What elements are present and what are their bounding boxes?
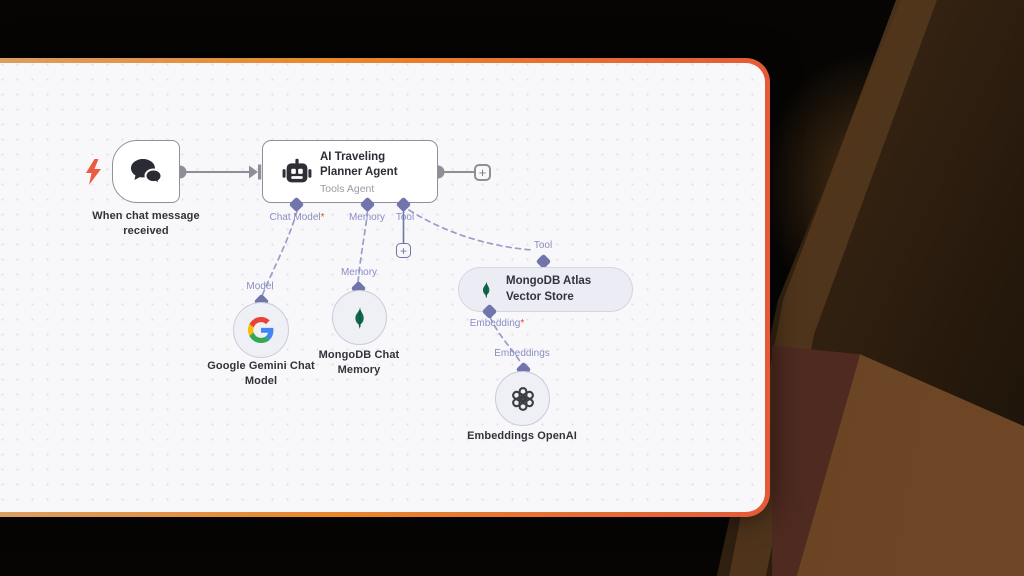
node-label-mongodb-memory: MongoDB Chat Memory bbox=[318, 349, 400, 376]
mongodb-leaf-icon bbox=[354, 306, 364, 328]
port-label-embedding: Embedding* bbox=[470, 318, 525, 329]
port-label-chat-model: Chat Model* bbox=[269, 212, 324, 223]
port-label-tool: Tool bbox=[396, 212, 414, 223]
port-label-memory-sub: Memory bbox=[341, 267, 377, 278]
workflow-canvas[interactable] bbox=[0, 63, 765, 512]
port-label-text: Tool bbox=[395, 212, 415, 223]
chat-bubbles-icon bbox=[131, 159, 163, 186]
port-label-text: Memory bbox=[348, 212, 386, 223]
port-label-memory: Memory bbox=[349, 212, 385, 223]
port-label-text: Embeddings bbox=[494, 348, 550, 359]
add-node-button[interactable]: + bbox=[474, 163, 491, 181]
node-openai-embeddings[interactable] bbox=[495, 371, 550, 426]
node-mongodb-memory[interactable] bbox=[332, 290, 387, 345]
node-subtitle-agent: Tools Agent bbox=[320, 182, 375, 195]
port-label-text: Memory bbox=[340, 267, 378, 278]
port-label-text: Model bbox=[246, 281, 274, 292]
node-google-gemini[interactable] bbox=[233, 302, 289, 358]
port-label-tool-sub: Tool bbox=[534, 240, 552, 251]
openai-knot-icon bbox=[511, 386, 534, 411]
node-title-agent: AI Traveling Planner Agent bbox=[320, 151, 398, 178]
add-tool-button[interactable]: + bbox=[396, 243, 411, 258]
required-marker: * bbox=[520, 318, 525, 329]
node-ai-agent[interactable]: AI Traveling Planner Agent Tools Agent bbox=[262, 140, 438, 203]
robot-icon bbox=[282, 158, 312, 183]
node-mongodb-vector-store[interactable]: MongoDB Atlas Vector Store bbox=[458, 267, 633, 312]
port-label-text: Chat Model bbox=[269, 212, 321, 223]
google-g-icon bbox=[248, 317, 274, 343]
node-chat-trigger[interactable] bbox=[112, 140, 180, 203]
mongodb-leaf-icon bbox=[482, 281, 490, 298]
workflow-card bbox=[0, 58, 770, 517]
required-marker: * bbox=[320, 212, 325, 223]
node-label-trigger: When chat message received bbox=[92, 210, 200, 237]
node-label-gemini: Google Gemini Chat Model bbox=[207, 360, 315, 387]
port-label-text: Tool bbox=[533, 240, 553, 251]
lightning-icon bbox=[86, 159, 101, 185]
port-label-text: Embedding bbox=[469, 318, 521, 329]
port-label-model: Model bbox=[246, 281, 273, 292]
node-label-openai: Embeddings OpenAI bbox=[467, 430, 577, 442]
node-label-vector-store: MongoDB Atlas Vector Store bbox=[506, 274, 592, 303]
port-label-embeddings: Embeddings bbox=[494, 348, 550, 359]
